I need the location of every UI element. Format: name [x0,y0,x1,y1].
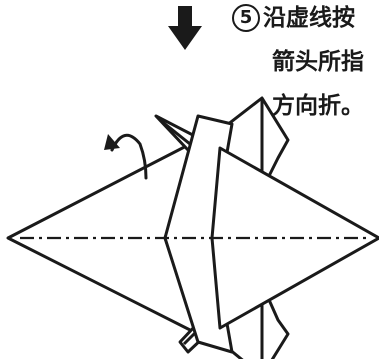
instruction-line-2: 箭头所指 [272,49,364,75]
curved-fold-arrow-icon [104,133,148,180]
down-arrow-icon [168,6,202,50]
instruction-line-1: 沿虚线按 [263,5,355,31]
instruction-line-3: 方向折。 [272,93,364,119]
step-number-badge: 5 [232,4,260,32]
